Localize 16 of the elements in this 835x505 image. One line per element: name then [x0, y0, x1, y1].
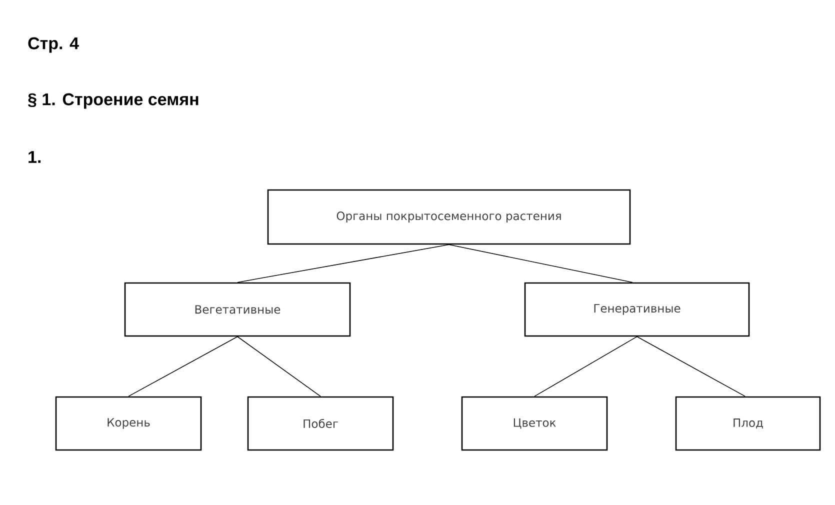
task-number: 1.: [28, 151, 41, 163]
box: Генеративные: [524, 282, 750, 337]
box: Побег: [247, 396, 394, 451]
box: Корень: [55, 396, 202, 451]
connector-line: [636, 336, 746, 397]
section-heading: § 1. Строение семян: [28, 93, 198, 109]
box: Вегетативные: [124, 282, 351, 337]
connector-line: [237, 244, 450, 283]
box: Плод: [675, 396, 821, 451]
connector-line: [128, 336, 238, 397]
connector-line: [448, 244, 633, 283]
page-number: Стр. 4: [28, 37, 79, 53]
connector-line: [237, 336, 321, 397]
box: Органы покрытосеменного растения: [267, 189, 631, 245]
connector-line: [534, 336, 638, 397]
box: Цветок: [461, 396, 608, 451]
